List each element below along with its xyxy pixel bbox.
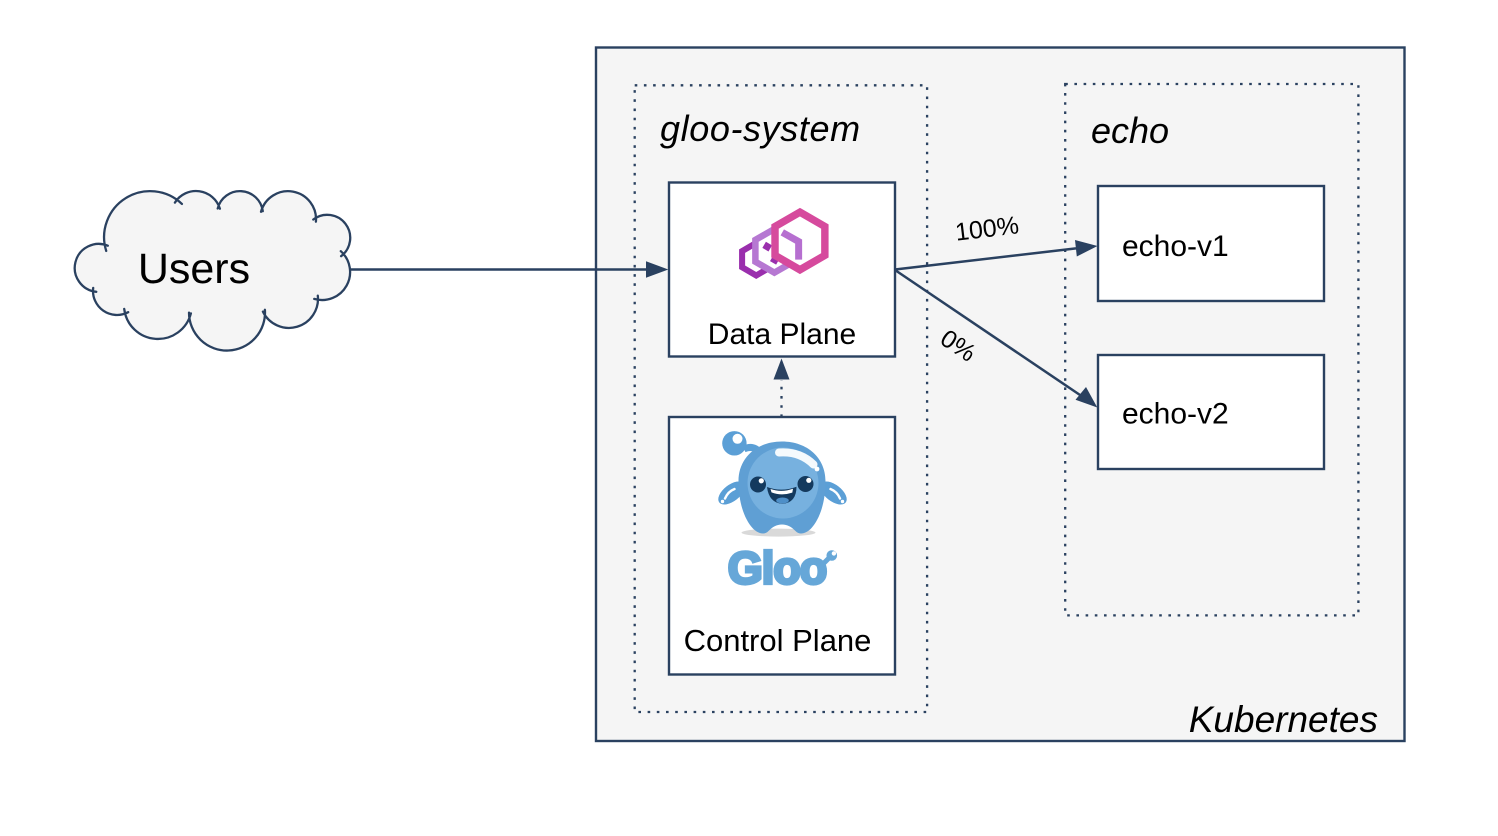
svg-text:gloo-system: gloo-system [660, 108, 861, 149]
svg-text:Control Plane: Control Plane [684, 623, 872, 658]
svg-text:echo: echo [1091, 110, 1169, 151]
svg-text:echo-v2: echo-v2 [1122, 398, 1229, 431]
svg-text:echo-v1: echo-v1 [1122, 230, 1229, 263]
svg-text:Users: Users [138, 245, 250, 293]
svg-text:Kubernetes: Kubernetes [1189, 699, 1378, 740]
svg-text:Data Plane: Data Plane [708, 318, 856, 351]
svg-text:Gloo: Gloo [728, 543, 826, 594]
